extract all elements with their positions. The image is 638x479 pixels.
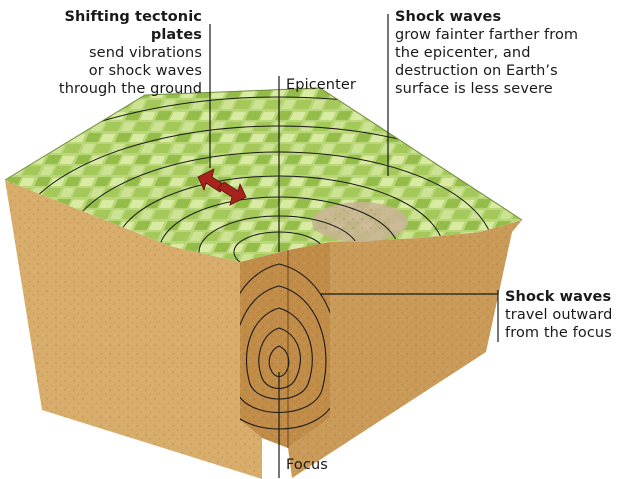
surface-waves-heading: Shock waves	[395, 9, 502, 25]
plates-heading-1: Shifting tectonic	[64, 9, 202, 25]
plates-body-3: through the ground	[58, 81, 202, 97]
focus-waves-body-2: from the focus	[505, 325, 612, 341]
plates-body-2: or shock waves	[88, 63, 202, 79]
leader-lines	[209, 14, 499, 478]
plates-body-1: send vibrations	[89, 45, 202, 61]
focus-waves-heading: Shock waves	[505, 289, 612, 305]
surface-waves-body-1: grow fainter farther from	[395, 27, 579, 43]
focus-label: Focus	[286, 457, 328, 473]
focus-waves-label: Shock waves travel outward from the focu…	[505, 288, 612, 342]
epicenter-label: Epicenter	[286, 77, 356, 93]
surface-waves-label: Shock waves grow fainter farther from th…	[395, 8, 578, 98]
plate-motion-arrows-icon	[197, 168, 247, 206]
surface-waves-body-3: destruction on Earth’s	[395, 63, 558, 79]
surface-waves-body-4: surface is less severe	[395, 81, 553, 97]
focus-waves-body-1: travel outward	[505, 307, 613, 323]
plates-heading-2: plates	[150, 27, 202, 43]
plates-label: Shifting tectonic plates send vibrations…	[20, 8, 202, 98]
surface-waves-body-2: the epicenter, and	[395, 45, 531, 61]
